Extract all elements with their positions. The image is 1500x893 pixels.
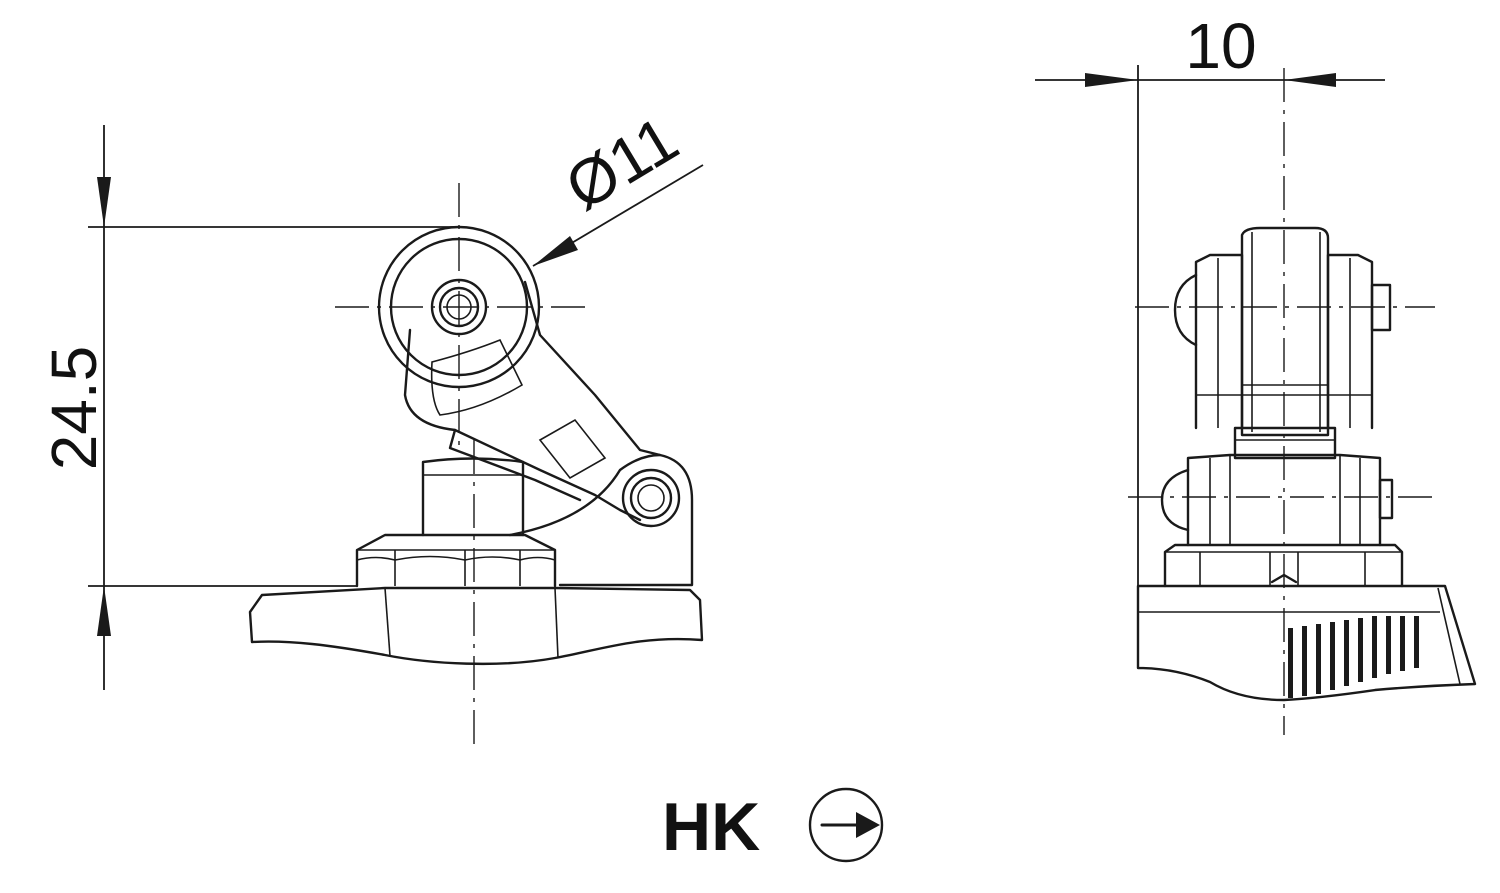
- side-base-plate: [248, 586, 704, 666]
- side-plunger: [421, 457, 525, 537]
- front-roller: [1240, 226, 1330, 437]
- caption: HK: [662, 787, 884, 865]
- model-code: HK: [662, 789, 760, 865]
- front-upper-fork: [1194, 253, 1244, 430]
- front-base-ribs: [1288, 616, 1419, 698]
- height-dimension: 24.5: [38, 125, 459, 690]
- circled-right-arrow-icon: [808, 787, 884, 863]
- width-arrow-right: [1284, 73, 1336, 87]
- front-pivot-block: [1186, 453, 1382, 547]
- width-dimension: 10: [1035, 10, 1385, 586]
- width-arrow-left: [1085, 73, 1138, 87]
- side-lever-arm: [403, 280, 662, 522]
- diameter-arrow: [533, 236, 578, 266]
- front-base-slope: [1437, 587, 1461, 685]
- side-pivot-bolt-inner: [637, 484, 665, 512]
- front-nut: [1163, 543, 1404, 588]
- side-view: [248, 183, 704, 752]
- front-base-body: [1136, 584, 1477, 702]
- front-pivot-bolt-left: [1160, 468, 1190, 532]
- diameter-dimension-label: Ø11: [553, 102, 690, 224]
- side-hex-nut-chamfer: [356, 555, 556, 561]
- side-base-bevel: [384, 587, 391, 657]
- side-lever-slot-lower: [538, 418, 607, 480]
- side-base-bevel: [554, 587, 559, 659]
- width-dimension-label: 10: [1185, 10, 1256, 82]
- side-hex-nut: [355, 533, 557, 588]
- front-view: [1128, 68, 1477, 735]
- height-arrow-top: [97, 177, 111, 227]
- side-pivot-bolt-mid: [629, 476, 673, 520]
- side-lever-slot: [430, 338, 524, 416]
- side-pivot-housing: [508, 453, 694, 587]
- front-middle-strap: [1233, 426, 1337, 460]
- front-pivot-bolt-right: [1378, 478, 1394, 520]
- side-roller-axle: [438, 286, 480, 328]
- front-axle-head-left: [1173, 273, 1198, 347]
- height-arrow-bottom: [97, 586, 111, 636]
- side-lever-arm-lower: [448, 428, 582, 502]
- side-pivot-bolt-outer: [621, 468, 681, 528]
- diameter-dimension: Ø11: [532, 102, 704, 267]
- height-dimension-label: 24.5: [38, 346, 110, 471]
